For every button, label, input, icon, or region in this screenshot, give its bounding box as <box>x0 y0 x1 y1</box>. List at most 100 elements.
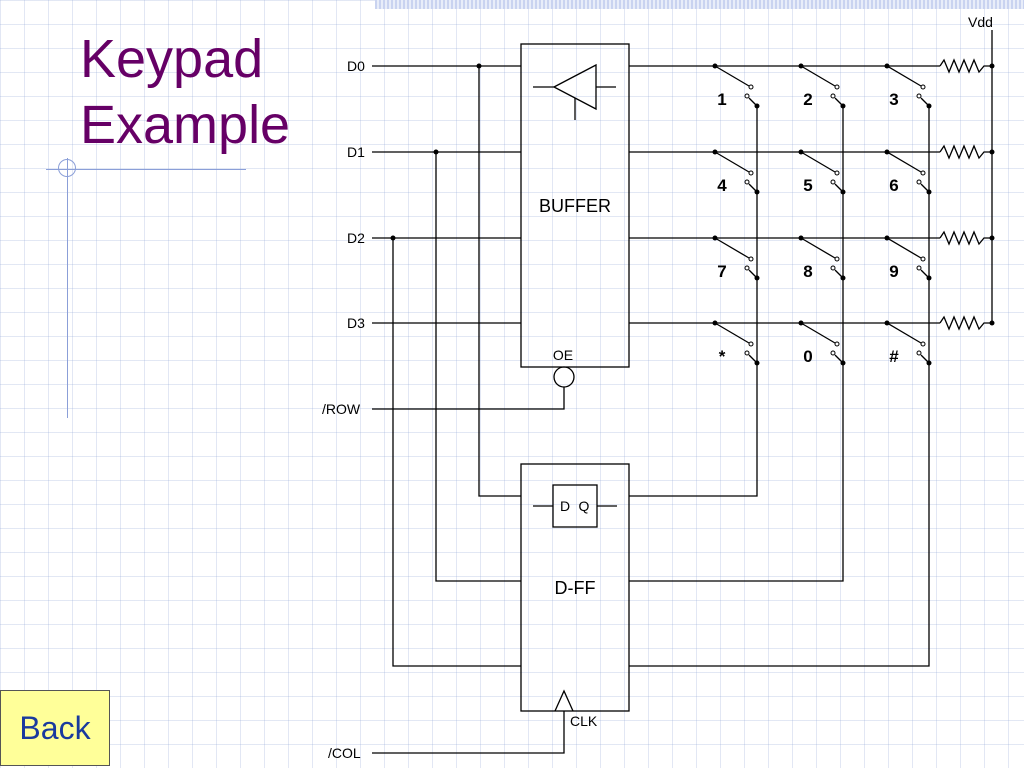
switch-contact <box>916 265 922 271</box>
d3-label: D3 <box>347 315 365 331</box>
column-3-wire <box>629 106 930 667</box>
vdd-junction-dot <box>989 149 995 155</box>
d0-to-dff-wire <box>478 66 521 497</box>
switch-contact <box>834 341 840 347</box>
column-junction-dot <box>926 360 932 366</box>
pullup-resistor-3 <box>939 315 992 331</box>
dff-q-pin-label: Q <box>579 498 590 514</box>
key-label: 6 <box>889 176 898 195</box>
vdd-junction-dot <box>989 63 995 69</box>
title-ornament-circle <box>58 159 76 177</box>
switch-contact <box>744 265 750 271</box>
junction-dot <box>433 149 439 155</box>
row-wire <box>372 387 565 410</box>
switch-contact <box>916 93 922 99</box>
vdd-junction-dot <box>989 235 995 241</box>
column-junction-dot <box>754 103 760 109</box>
column-junction-dot <box>840 275 846 281</box>
column-junction-dot <box>926 189 932 195</box>
key-label: 2 <box>803 90 812 109</box>
key-label: 5 <box>803 176 812 195</box>
junction-dot <box>476 63 482 69</box>
d1-label: D1 <box>347 144 365 160</box>
slide-title-line2: Example <box>80 95 291 155</box>
dff-label: D-FF <box>555 578 596 598</box>
switch-contact <box>920 256 926 262</box>
switch-lever <box>800 65 836 87</box>
buffer-label: BUFFER <box>539 196 611 216</box>
column-junction-dot <box>840 103 846 109</box>
dff-block <box>520 463 630 712</box>
key-label: # <box>889 347 899 366</box>
switch-lever <box>714 65 750 87</box>
pullup-resistor-1 <box>939 144 992 160</box>
switch-contact <box>920 170 926 176</box>
buffer-triangle-icon <box>533 63 616 120</box>
switch-contact <box>744 350 750 356</box>
column-junction-dot <box>840 360 846 366</box>
pullup-resistor-0 <box>939 58 992 74</box>
switch-contact <box>916 350 922 356</box>
left-panel: Keypad Example <box>0 0 305 768</box>
title-ornament-vertical <box>67 158 68 418</box>
oe-inversion-bubble <box>553 366 575 388</box>
d1-to-dff-wire <box>435 152 521 582</box>
column-junction-dot <box>754 275 760 281</box>
key-label: 7 <box>717 262 726 281</box>
switch-contact <box>748 84 754 90</box>
switch-lever <box>800 151 836 173</box>
d2-to-dff-wire <box>392 238 521 667</box>
switch-lever <box>886 322 922 344</box>
switch-contact <box>834 256 840 262</box>
buffer-block <box>520 43 630 368</box>
switch-contact <box>744 93 750 99</box>
switch-contact <box>748 256 754 262</box>
dff-clk-label: CLK <box>570 713 598 729</box>
clock-triangle-icon <box>554 689 574 712</box>
switch-contact <box>920 84 926 90</box>
column-junction-dot <box>754 360 760 366</box>
key-label: 8 <box>803 262 812 281</box>
switch-contact <box>916 179 922 185</box>
keypad-switches <box>712 63 932 366</box>
key-label: 3 <box>889 90 898 109</box>
switch-contact <box>834 170 840 176</box>
key-label: 0 <box>803 347 812 366</box>
column-junction-dot <box>754 189 760 195</box>
switch-contact <box>748 341 754 347</box>
switch-contact <box>748 170 754 176</box>
switch-contact <box>830 265 836 271</box>
pullup-resistor-2 <box>939 230 992 246</box>
vdd-junction-dot <box>989 320 995 326</box>
title-ornament-horizontal <box>46 169 246 170</box>
key-label: * <box>719 347 726 366</box>
switch-contact <box>744 179 750 185</box>
switch-contact <box>920 341 926 347</box>
column-junction-dot <box>926 103 932 109</box>
switch-lever <box>886 65 922 87</box>
row-signal-label: /ROW <box>322 401 361 417</box>
column-junction-dot <box>840 189 846 195</box>
vdd-label: Vdd <box>968 14 993 30</box>
switch-contact <box>830 179 836 185</box>
switch-lever <box>800 237 836 259</box>
switch-lever <box>714 322 750 344</box>
switch-lever <box>800 322 836 344</box>
dff-symbol: D Q <box>533 484 617 528</box>
col-signal-label: /COL <box>328 745 361 761</box>
column-2-wire <box>629 106 844 582</box>
key-label: 9 <box>889 262 898 281</box>
column-1-wire <box>629 106 758 497</box>
switch-contact <box>830 93 836 99</box>
switch-lever <box>886 237 922 259</box>
slide-title: Keypad Example <box>80 26 290 158</box>
d2-label: D2 <box>347 230 365 246</box>
back-button[interactable]: Back <box>0 690 110 766</box>
dff-d-pin-label: D <box>560 498 570 514</box>
col-wire <box>372 711 565 754</box>
column-junction-dot <box>926 275 932 281</box>
switch-lever <box>714 237 750 259</box>
switch-lever <box>886 151 922 173</box>
key-label: 1 <box>717 90 726 109</box>
